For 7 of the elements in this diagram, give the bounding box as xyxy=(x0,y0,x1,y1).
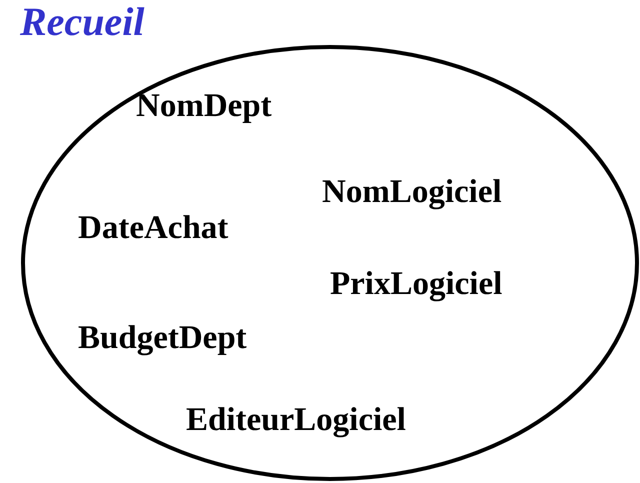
attribute-name: BudgetDept xyxy=(78,322,247,355)
title: Recueil xyxy=(20,2,144,42)
attribute-name: PrixLogiciel xyxy=(330,268,502,301)
attribute-name: NomLogiciel xyxy=(322,176,502,209)
attribute-name: EditeurLogiciel xyxy=(186,404,406,437)
attribute-name: DateAchat xyxy=(78,212,228,245)
attribute-name: NomDept xyxy=(136,90,272,123)
